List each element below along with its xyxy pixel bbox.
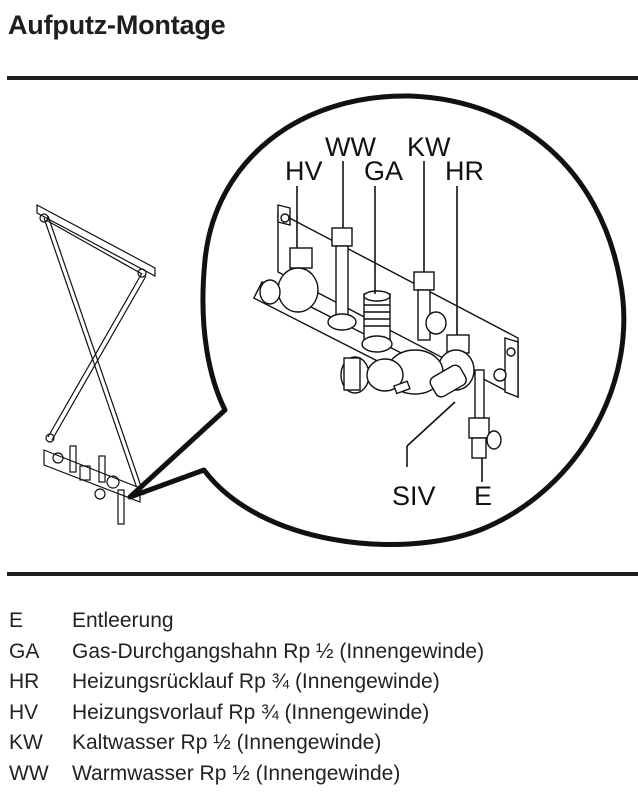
legend-row: GA Gas-Durchgangshahn Rp ½ (Innengewinde… <box>9 637 484 668</box>
legend-code: KW <box>9 731 43 755</box>
connection-bar-detail <box>252 204 519 459</box>
top-divider <box>7 76 638 80</box>
legend-code: GA <box>9 639 40 663</box>
legend: E Entleerung GA Gas-Durchgangshahn Rp ½ … <box>9 606 484 790</box>
legend-row: KW Kaltwasser Rp ½ (Innengewinde) <box>9 728 484 759</box>
label-e: E <box>474 481 492 511</box>
leader-lines <box>296 161 483 482</box>
legend-description: Gas-Durchgangshahn Rp ½ (Innengewinde) <box>72 639 485 663</box>
label-kw: KW <box>407 132 451 162</box>
label-siv: SIV <box>392 481 436 511</box>
label-ga: GA <box>364 156 403 186</box>
legend-row: E Entleerung <box>9 606 484 637</box>
page-title: Aufputz-Montage <box>8 10 226 40</box>
legend-row: WW Warmwasser Rp ½ (Innengewinde) <box>9 759 484 790</box>
installation-figure: HV WW GA KW HR SIV E <box>36 93 627 547</box>
legend-description: Kaltwasser Rp ½ (Innengewinde) <box>72 731 382 755</box>
legend-row: HV Heizungsvorlauf Rp ¾ (Innengewinde) <box>9 698 484 729</box>
legend-code: WW <box>9 761 49 785</box>
bottom-divider <box>7 572 638 576</box>
label-hr: HR <box>445 156 484 186</box>
legend-description: Warmwasser Rp ½ (Innengewinde) <box>72 761 401 785</box>
legend-code: HR <box>9 670 40 694</box>
legend-code: E <box>9 609 24 632</box>
label-ww: WW <box>325 132 376 162</box>
mounting-frame-overview <box>36 203 156 525</box>
legend-row: HR Heizungsrücklauf Rp ¾ (Innengewinde) <box>9 667 484 698</box>
legend-description: Heizungsvorlauf Rp ¾ (Innengewinde) <box>72 700 430 724</box>
legend-code: HV <box>9 700 39 724</box>
legend-description: Heizungsrücklauf Rp ¾ (Innengewinde) <box>72 670 440 694</box>
legend-description: Entleerung <box>72 609 174 632</box>
label-hv: HV <box>285 156 323 186</box>
